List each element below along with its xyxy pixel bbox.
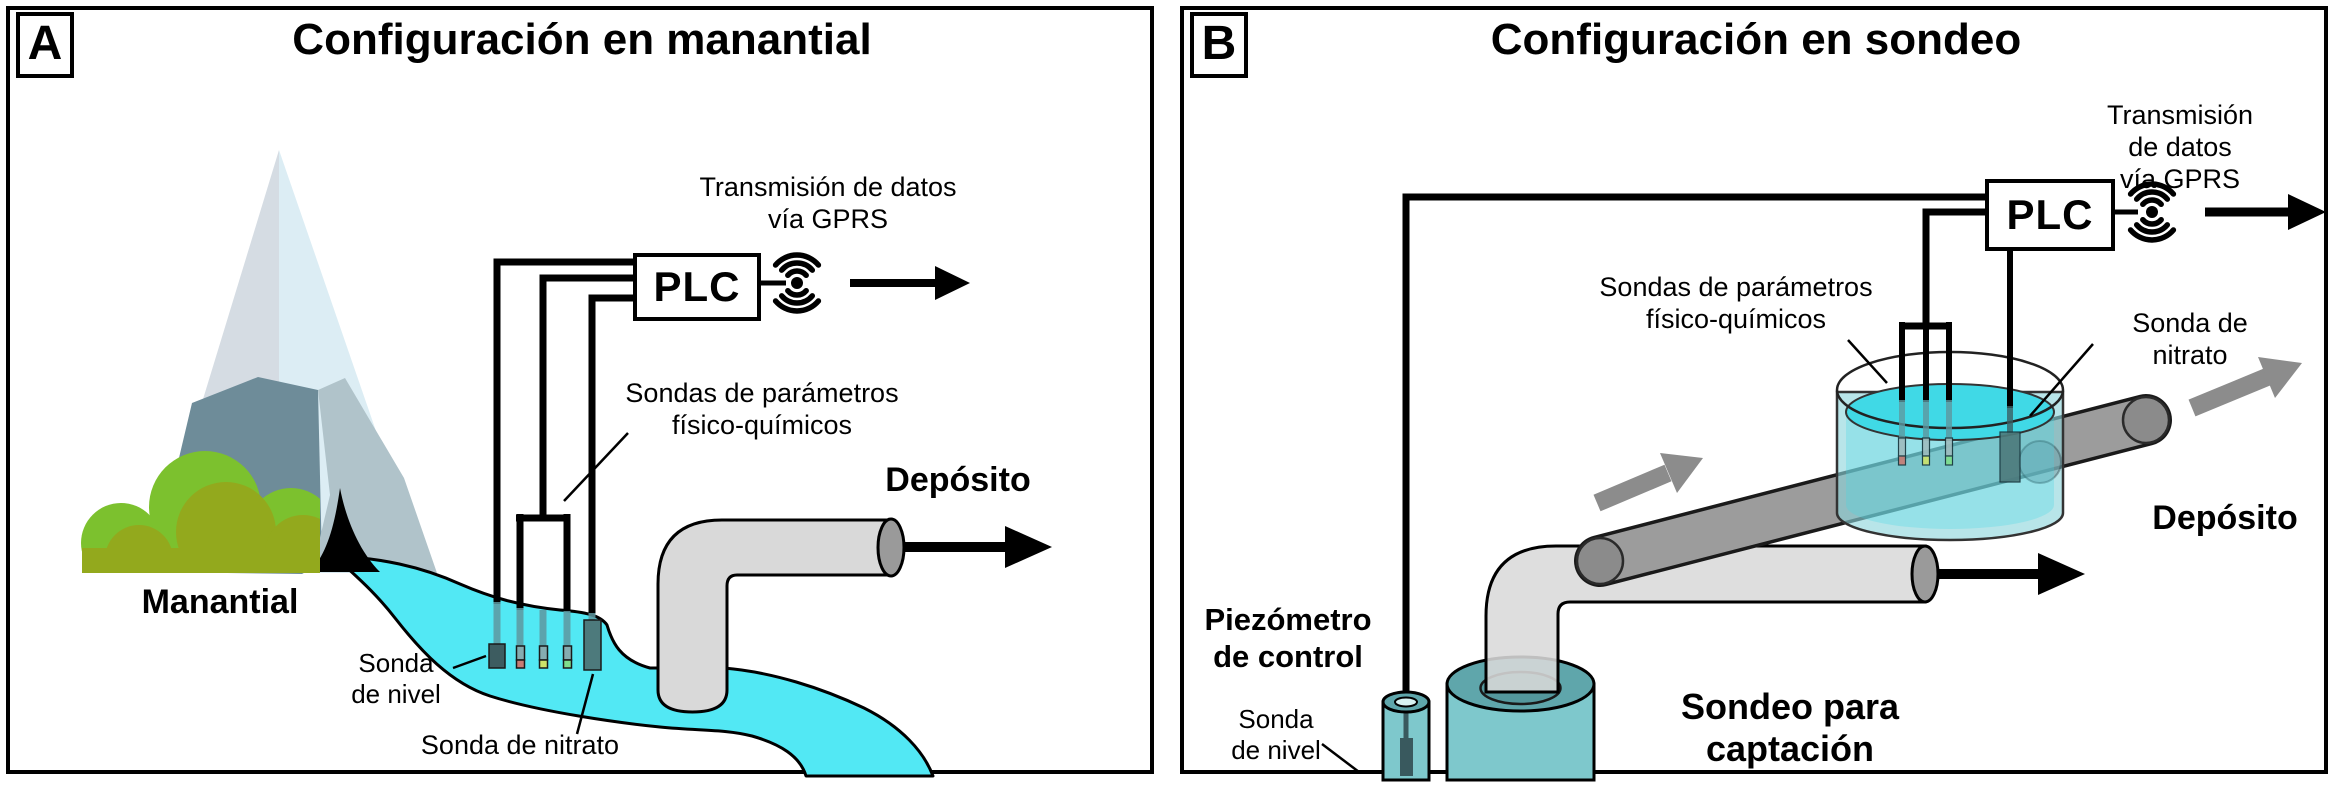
panel-a-title: Configuración en manantial xyxy=(292,15,872,64)
level-probe-label-b: Sonda de nivel xyxy=(1231,704,1321,765)
probe-cables-a xyxy=(493,258,633,614)
deposito-label-a: Depósito xyxy=(885,461,1031,499)
nitrate-probe-b xyxy=(1999,431,2021,483)
outflow-pipe-b xyxy=(1484,544,1927,694)
plc-box-a: PLC xyxy=(633,253,761,321)
manantial-label: Manantial xyxy=(141,583,299,621)
gprs-signal-icon-a xyxy=(772,252,822,314)
pointer-lines-a xyxy=(452,432,629,735)
panel-b-title: Configuración en sondeo xyxy=(1490,15,2022,64)
gprs-arrow-b xyxy=(2205,194,2326,230)
level-probe-label-a: Sonda de nivel xyxy=(351,648,441,709)
bushes xyxy=(81,451,320,573)
level-probe-b xyxy=(1400,738,1413,776)
gprs-arrow-a xyxy=(850,266,970,300)
probe-cables-underwater-a xyxy=(493,602,596,648)
borehole-label: Sondeo para captación xyxy=(1680,686,1900,770)
probe-cables-b xyxy=(1899,208,2013,408)
plc-box-b: PLC xyxy=(1985,179,2115,251)
probes-label-a: Sondas de parámetros físico-químicos xyxy=(625,378,899,440)
gprs-label-a: Transmisión de datos vía GPRS xyxy=(699,172,957,234)
probes-label-b: Sondas de parámetros físico-químicos xyxy=(1599,272,1873,334)
deposito-label-b: Depósito xyxy=(2152,499,2298,537)
spring-cave xyxy=(310,488,380,572)
pointer-lines-b xyxy=(1321,339,2094,773)
panel-b-frame xyxy=(1180,6,2328,774)
nitrate-probe-label-a: Sonda de nitrato xyxy=(420,730,620,760)
outflow-pipe-a xyxy=(656,517,906,714)
probe-cables-underwater-b xyxy=(1899,400,2013,440)
probes-b xyxy=(1897,431,2021,483)
piezometer-cable-b xyxy=(1402,193,1985,742)
gprs-signal-icon-b xyxy=(2127,181,2177,243)
gprs-label-b: Transmisión de datos vía GPRS xyxy=(2106,100,2254,194)
probes-a xyxy=(488,619,602,671)
panel-b-letter: B xyxy=(1190,12,1248,78)
piezometer-label: Piezómetro de control xyxy=(1204,602,1372,674)
nitrate-probe-a xyxy=(583,619,602,671)
deposito-arrow-a xyxy=(905,526,1052,568)
deposito-arrow-b xyxy=(1910,544,2085,604)
level-probe-a xyxy=(488,643,506,669)
flow-arrow-upper-b xyxy=(2188,357,2302,417)
stream xyxy=(333,554,935,778)
panel-a-letter: A xyxy=(16,12,74,78)
flow-arrow-lower-b xyxy=(1593,453,1703,512)
piezometer-cylinder xyxy=(1381,690,1431,782)
nitrate-probe-label-b: Sonda de nitrato xyxy=(2132,308,2248,370)
